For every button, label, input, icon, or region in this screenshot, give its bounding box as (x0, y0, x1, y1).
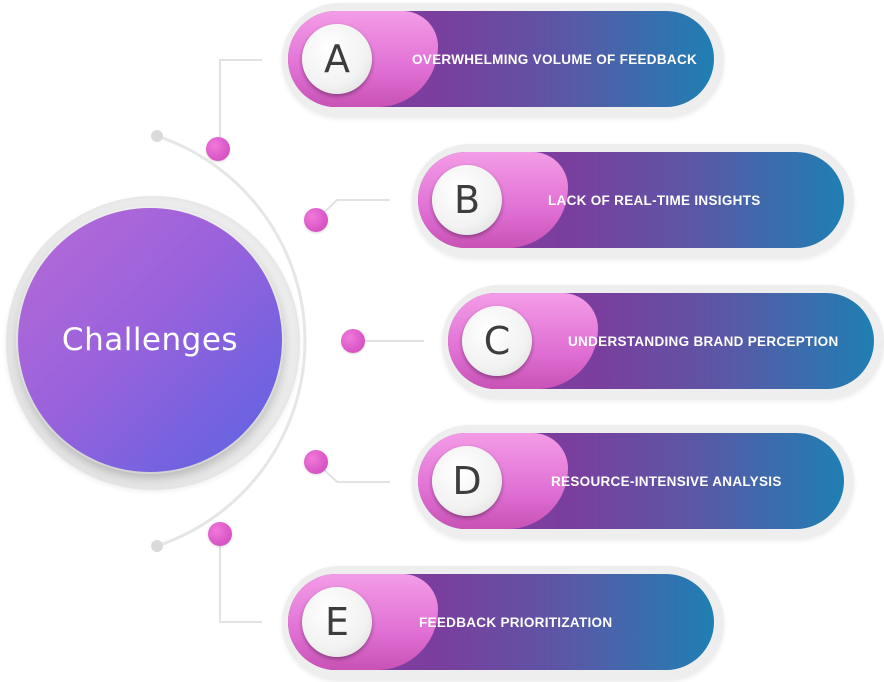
badge-letter: C (483, 319, 511, 363)
challenge-label: LACK OF REAL-TIME INSIGHTS (548, 192, 761, 208)
challenge-label: FEEDBACK PRIORITIZATION (419, 614, 613, 630)
node-dot-e (208, 522, 232, 546)
challenge-item-d: D RESOURCE-INTENSIVE ANALYSIS (412, 425, 854, 539)
node-dot-c (341, 329, 365, 353)
challenge-label: RESOURCE-INTENSIVE ANALYSIS (551, 473, 782, 489)
hub-circle: Challenges (18, 208, 282, 472)
arc-end-dot-bottom (151, 540, 163, 552)
challenge-pill: C UNDERSTANDING BRAND PERCEPTION (448, 293, 874, 389)
challenge-item-c: C UNDERSTANDING BRAND PERCEPTION (442, 285, 884, 399)
challenge-item-b: B LACK OF REAL-TIME INSIGHTS (412, 144, 854, 258)
badge-letter: B (453, 178, 481, 222)
challenge-item-e: E FEEDBACK PRIORITIZATION (282, 566, 724, 680)
letter-badge: C (462, 306, 532, 376)
connector-line-e (219, 534, 262, 623)
challenge-pill: D RESOURCE-INTENSIVE ANALYSIS (418, 433, 844, 529)
challenge-pill: A OVERWHELMING VOLUME OF FEEDBACK (288, 11, 714, 107)
arc-end-dot-top (151, 130, 163, 142)
letter-badge: E (302, 587, 372, 657)
challenge-pill: E FEEDBACK PRIORITIZATION (288, 574, 714, 670)
letter-badge: D (432, 446, 502, 516)
connector-arc (156, 134, 307, 548)
letter-badge: B (432, 165, 502, 235)
challenge-item-a: A OVERWHELMING VOLUME OF FEEDBACK (282, 3, 724, 117)
hub-title: Challenges (61, 322, 239, 358)
challenge-label: UNDERSTANDING BRAND PERCEPTION (568, 333, 839, 349)
badge-letter: A (324, 37, 350, 81)
connector-line-a (219, 59, 262, 148)
node-dot-d (304, 450, 328, 474)
letter-badge: A (302, 24, 372, 94)
badge-letter: E (324, 600, 349, 644)
challenge-label: OVERWHELMING VOLUME OF FEEDBACK (412, 51, 698, 67)
node-dot-a (206, 137, 230, 161)
badge-letter: D (452, 459, 482, 503)
node-dot-b (304, 208, 328, 232)
challenge-pill: B LACK OF REAL-TIME INSIGHTS (418, 152, 844, 248)
